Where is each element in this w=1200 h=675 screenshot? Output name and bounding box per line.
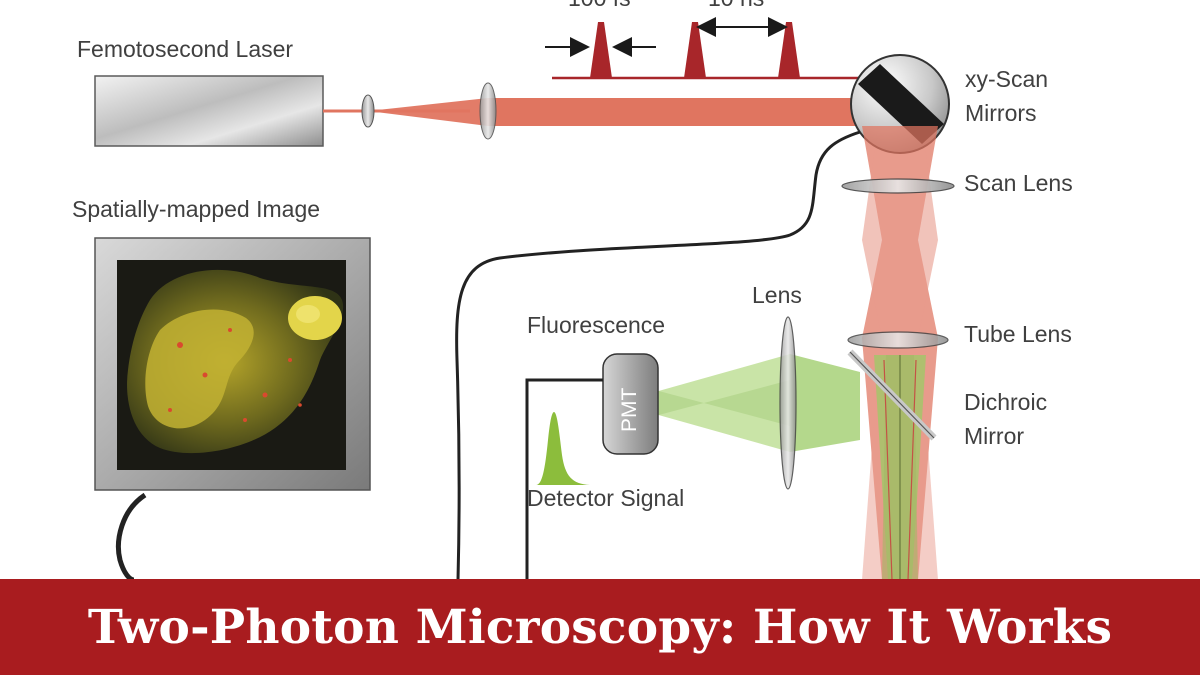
pulse-1: [590, 22, 612, 78]
tube-lens-label: Tube Lens: [964, 321, 1072, 347]
title-banner: Two-Photon Microscopy: How It Works: [0, 579, 1200, 675]
pulse-3: [778, 22, 800, 78]
laser-box: [94, 75, 324, 147]
scan-lens-label: Scan Lens: [964, 170, 1073, 196]
pmt-wire: [525, 378, 603, 580]
lens-label: Lens: [752, 282, 802, 308]
scan-mirror-element: [858, 64, 944, 144]
monitor-cable: [115, 492, 147, 583]
fluorescence-lens: [779, 316, 797, 490]
emission-beam-horizontal: [655, 354, 860, 452]
pmt-label: PMT: [618, 387, 641, 432]
laser-beam-expanding: [368, 98, 488, 126]
detector-signal-label: Detector Signal: [527, 485, 685, 511]
banner-title: Two-Photon Microscopy: How It Works: [87, 599, 1113, 655]
mirror-cable: [455, 130, 861, 581]
laser-label: Femotosecond Laser: [77, 36, 294, 62]
pulse-2: [684, 22, 706, 78]
fluorescence-image: [127, 269, 344, 454]
dichroic-label-line1: Dichroic: [964, 389, 1048, 415]
scan-mirrors-label-line1: xy-Scan: [965, 66, 1049, 92]
tube-lens: [847, 331, 949, 349]
pulse-period-label: 10 ns: [708, 0, 764, 11]
beam-lens-small: [361, 94, 375, 128]
dichroic-mirror-edge: [849, 351, 935, 439]
dichroic-label-line2: Mirror: [964, 423, 1025, 449]
scan-mirrors-label-line2: Mirrors: [965, 100, 1037, 126]
image-label: Spatially-mapped Image: [72, 196, 321, 222]
scan-lens: [841, 178, 955, 194]
beam-lens-large: [479, 82, 497, 140]
pmt-detector: [602, 353, 659, 455]
detector-signal-peak: [536, 412, 590, 485]
laser-beam-wide: [488, 98, 893, 126]
pulse-width-label: 100 fs: [568, 0, 631, 11]
fluorescence-label: Fluorescence: [527, 312, 666, 338]
